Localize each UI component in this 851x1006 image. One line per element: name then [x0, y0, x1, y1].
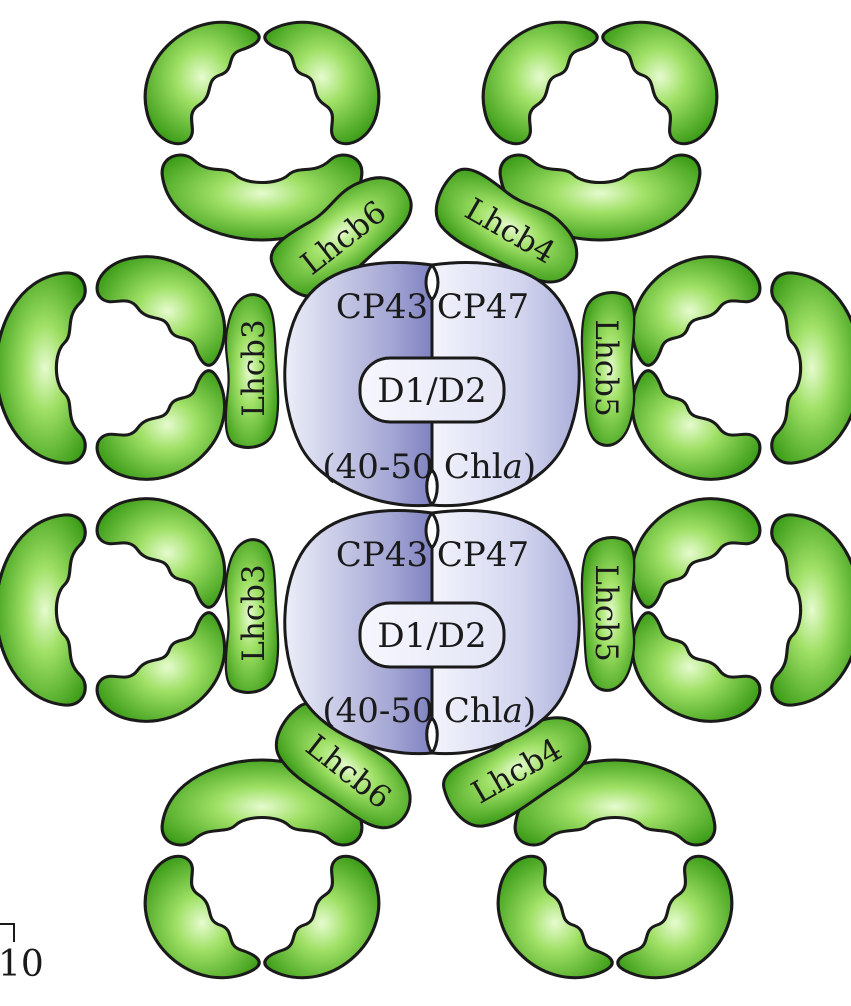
psii-core-lower: CP43 CP47 D1/D2 (40-50 Chla)	[285, 511, 579, 754]
cp47-upper-label: CP47	[437, 287, 529, 327]
lhcii-trimer-mid-left-upper	[0, 257, 225, 480]
cp47-lower-label: CP47	[437, 535, 529, 575]
chl-left-lower-label: (40-50	[322, 691, 433, 731]
lhcb5-upper-label: Lhcb5	[588, 319, 624, 416]
lhcb5-lower: Lhcb5	[582, 538, 634, 691]
lhcb3-upper: Lhcb3	[226, 295, 278, 448]
cp43-upper-label: CP43	[336, 287, 428, 327]
lhcii-trimer-mid-right-lower	[632, 499, 851, 722]
lhcb5-upper: Lhcb5	[582, 293, 634, 446]
chl-right-lower-label: Chla)	[444, 691, 536, 731]
lhcii-trimer-mid-right-upper	[632, 257, 851, 480]
lhcb3-lower-label: Lhcb3	[236, 564, 272, 661]
scale-bar-label: 10	[0, 944, 44, 985]
lhcb5-lower-label: Lhcb5	[588, 564, 624, 661]
d1d2-upper-label: D1/D2	[377, 371, 486, 411]
scale-bar: 10	[0, 924, 44, 985]
lhcb3-lower: Lhcb3	[226, 540, 278, 693]
cp43-lower-label: CP43	[336, 535, 428, 575]
psii-core-upper: CP43 CP47 D1/D2 (40-50 Chla)	[285, 263, 579, 506]
chl-left-upper-label: (40-50	[322, 447, 433, 487]
lhcb3-upper-label: Lhcb3	[236, 319, 272, 416]
chl-right-upper-label: Chla)	[444, 447, 536, 487]
lhcii-trimer-mid-left-lower	[0, 499, 225, 722]
d1d2-lower-label: D1/D2	[377, 616, 486, 656]
